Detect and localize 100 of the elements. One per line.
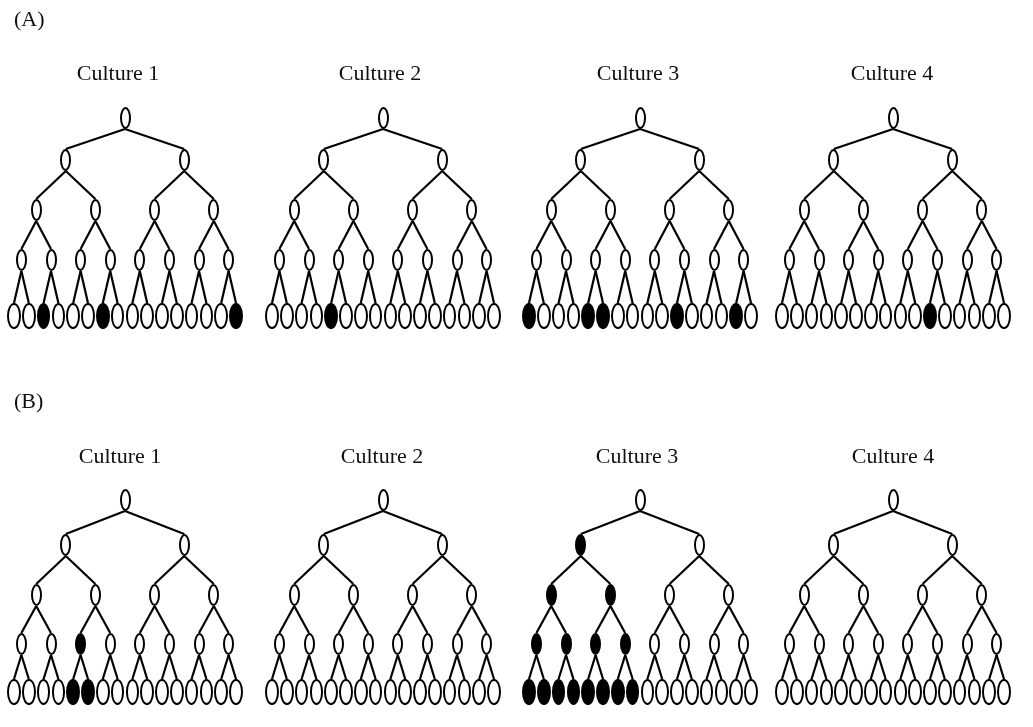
lineage-line	[742, 654, 753, 680]
lineage-line	[441, 555, 473, 585]
lineage-line	[12, 654, 23, 680]
cell-oval	[619, 249, 631, 271]
culture-label: Culture 2	[340, 443, 424, 469]
cell-oval	[318, 534, 330, 556]
lineage-line	[278, 220, 296, 250]
cell-oval	[997, 303, 1011, 329]
cell-oval	[931, 633, 943, 655]
cell-oval	[575, 149, 587, 171]
lineage-line	[646, 270, 656, 304]
lineage-line	[220, 654, 230, 680]
cell-oval	[487, 303, 501, 329]
filled-cell-oval	[96, 303, 110, 329]
filled-cell-oval	[581, 303, 595, 329]
lineage-line	[293, 170, 325, 200]
lineage-line	[869, 270, 880, 304]
lineage-line	[906, 654, 917, 680]
cell-oval	[678, 249, 690, 271]
cell-oval	[655, 679, 669, 705]
lineage-line	[928, 270, 939, 304]
cell-oval	[466, 584, 478, 606]
cell-oval	[407, 584, 419, 606]
lineage-line	[367, 270, 377, 304]
lineage-line	[337, 270, 348, 304]
cell-oval	[362, 249, 374, 271]
cell-oval	[849, 679, 863, 705]
cell-oval	[530, 249, 542, 271]
lineage-line	[847, 654, 858, 680]
lineage-line	[65, 509, 126, 536]
cell-oval	[804, 679, 819, 705]
lineage-line	[580, 555, 612, 585]
cell-oval	[30, 584, 42, 606]
lineage-line	[580, 170, 612, 200]
lineage-line	[153, 170, 185, 200]
filled-cell-oval	[560, 633, 572, 655]
lineage-line	[535, 654, 545, 680]
cell-oval	[783, 249, 795, 271]
lineage-line	[396, 605, 414, 634]
cell-oval	[229, 679, 243, 705]
cell-oval	[997, 679, 1011, 705]
lineage-line	[847, 270, 858, 304]
cell-oval	[537, 303, 551, 329]
cell-oval	[149, 199, 161, 221]
lineage-line	[65, 555, 97, 585]
lineage-line	[72, 270, 82, 304]
cell-oval	[487, 679, 501, 705]
filled-cell-oval	[619, 633, 631, 655]
cell-oval	[383, 679, 398, 705]
filled-cell-oval	[575, 534, 587, 556]
cell-oval	[60, 534, 72, 556]
lineage-line	[323, 127, 384, 151]
cell-oval	[288, 199, 300, 221]
lineage-line	[639, 509, 700, 536]
cell-oval	[377, 107, 389, 129]
lineage-line	[698, 170, 730, 200]
cell-oval	[280, 679, 294, 705]
cell-oval	[318, 149, 330, 171]
lineage-line	[411, 605, 429, 634]
lineage-line	[899, 270, 909, 304]
cell-oval	[413, 303, 427, 329]
lineage-line	[594, 220, 612, 250]
cell-oval	[413, 679, 427, 705]
lineage-line	[131, 270, 141, 304]
cell-oval	[110, 679, 125, 705]
cell-oval	[640, 679, 655, 705]
lineage-line	[594, 270, 605, 304]
cell-oval	[902, 633, 914, 655]
cell-oval	[991, 249, 1003, 271]
cell-oval	[566, 303, 581, 329]
lineage-line	[653, 270, 664, 304]
cell-oval	[223, 249, 235, 271]
lineage-line	[485, 270, 496, 304]
lineage-line	[535, 270, 545, 304]
lineage-line	[197, 270, 208, 304]
cell-oval	[670, 679, 684, 705]
lineage-line	[892, 127, 953, 151]
cell-oval	[140, 679, 154, 705]
cell-oval	[110, 303, 125, 329]
cell-oval	[392, 633, 404, 655]
lineage-line	[448, 270, 459, 304]
lineage-line	[478, 270, 488, 304]
filled-cell-oval	[545, 584, 557, 606]
lineage-line	[300, 270, 311, 304]
lineage-line	[668, 170, 700, 200]
cell-oval	[89, 199, 101, 221]
lineage-line	[101, 270, 112, 304]
lineage-line	[153, 605, 171, 634]
lineage-line	[965, 270, 976, 304]
lineage-line	[138, 270, 149, 304]
panel-label: (A)	[14, 6, 45, 32]
cell-oval	[347, 199, 359, 221]
lineage-line	[877, 654, 887, 680]
culture-label: Culture 3	[595, 443, 679, 469]
lineage-line	[639, 127, 700, 151]
cell-oval	[96, 679, 110, 705]
cell-oval	[66, 303, 80, 329]
cell-oval	[828, 149, 840, 171]
lineage-line	[448, 654, 459, 680]
cell-oval	[119, 489, 131, 511]
